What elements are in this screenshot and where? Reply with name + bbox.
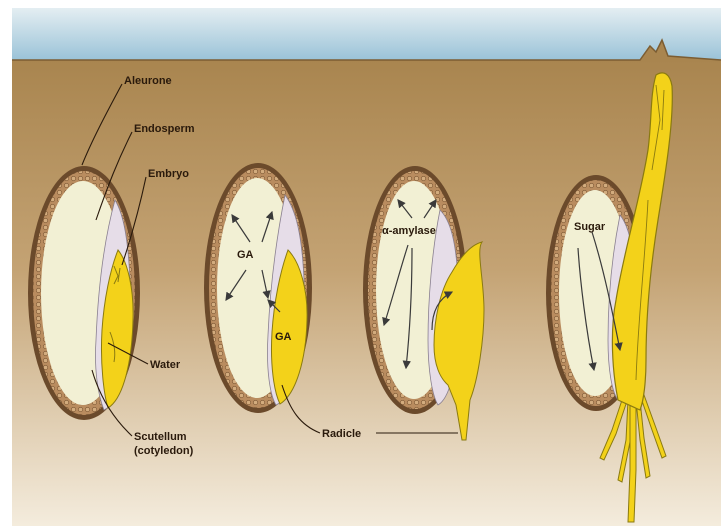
label-aleurone: Aleurone [124,75,172,87]
label-embryo: Embryo [148,168,189,180]
label-cotyledon: (cotyledon) [134,445,194,457]
label-water: Water [150,359,181,371]
label-endosperm: Endosperm [134,123,195,135]
label-sugar: Sugar [574,221,606,233]
label-alpha-amylase: α-amylase [382,225,436,237]
label-ga-embryo: GA [275,331,292,343]
seed-dry [28,166,140,420]
sky [12,8,721,68]
seed-ga-release [204,163,312,413]
label-radicle: Radicle [322,428,361,440]
label-ga-endosperm: GA [237,249,254,261]
label-scutellum: Scutellum [134,431,187,443]
